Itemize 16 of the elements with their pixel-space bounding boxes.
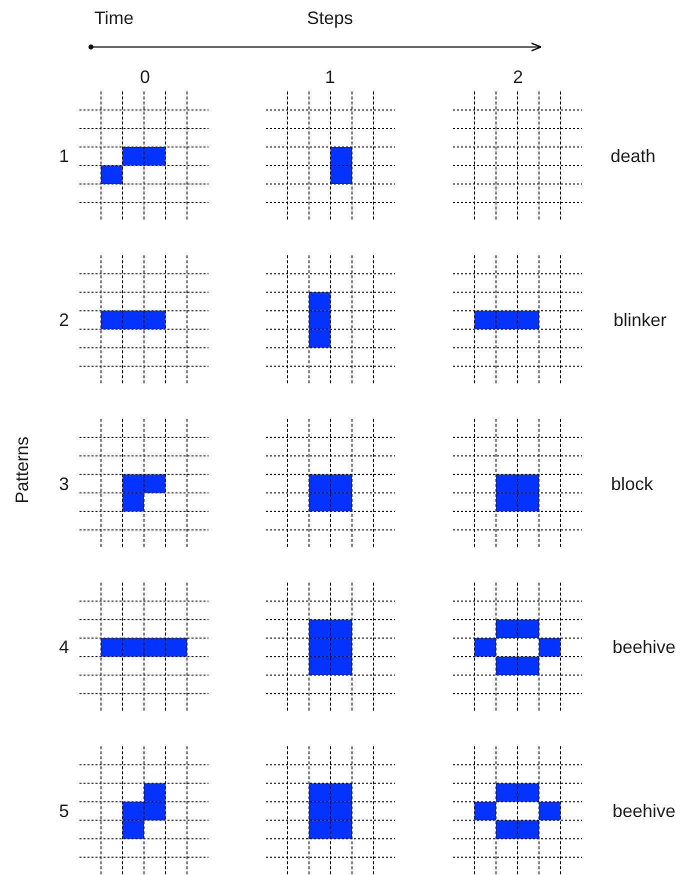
step-number: 2: [513, 68, 523, 86]
axis-title: Steps: [306, 9, 354, 27]
pattern-number: 2: [59, 310, 69, 329]
step-number: 0: [140, 68, 150, 86]
pattern-name: beehive: [612, 802, 676, 820]
step-number: 1: [325, 68, 335, 86]
pattern-name: blinker: [613, 310, 667, 329]
pattern-number: 1: [59, 147, 69, 166]
pattern-name: death: [610, 147, 656, 166]
pattern-name: block: [610, 474, 654, 493]
pattern-number: 3: [59, 474, 69, 493]
axis-title: Patterns: [13, 436, 31, 504]
pattern-number: 4: [59, 638, 69, 656]
pattern-number: 5: [59, 802, 69, 820]
pattern-name: beehive: [612, 638, 676, 656]
axis-title: Time: [94, 9, 134, 27]
